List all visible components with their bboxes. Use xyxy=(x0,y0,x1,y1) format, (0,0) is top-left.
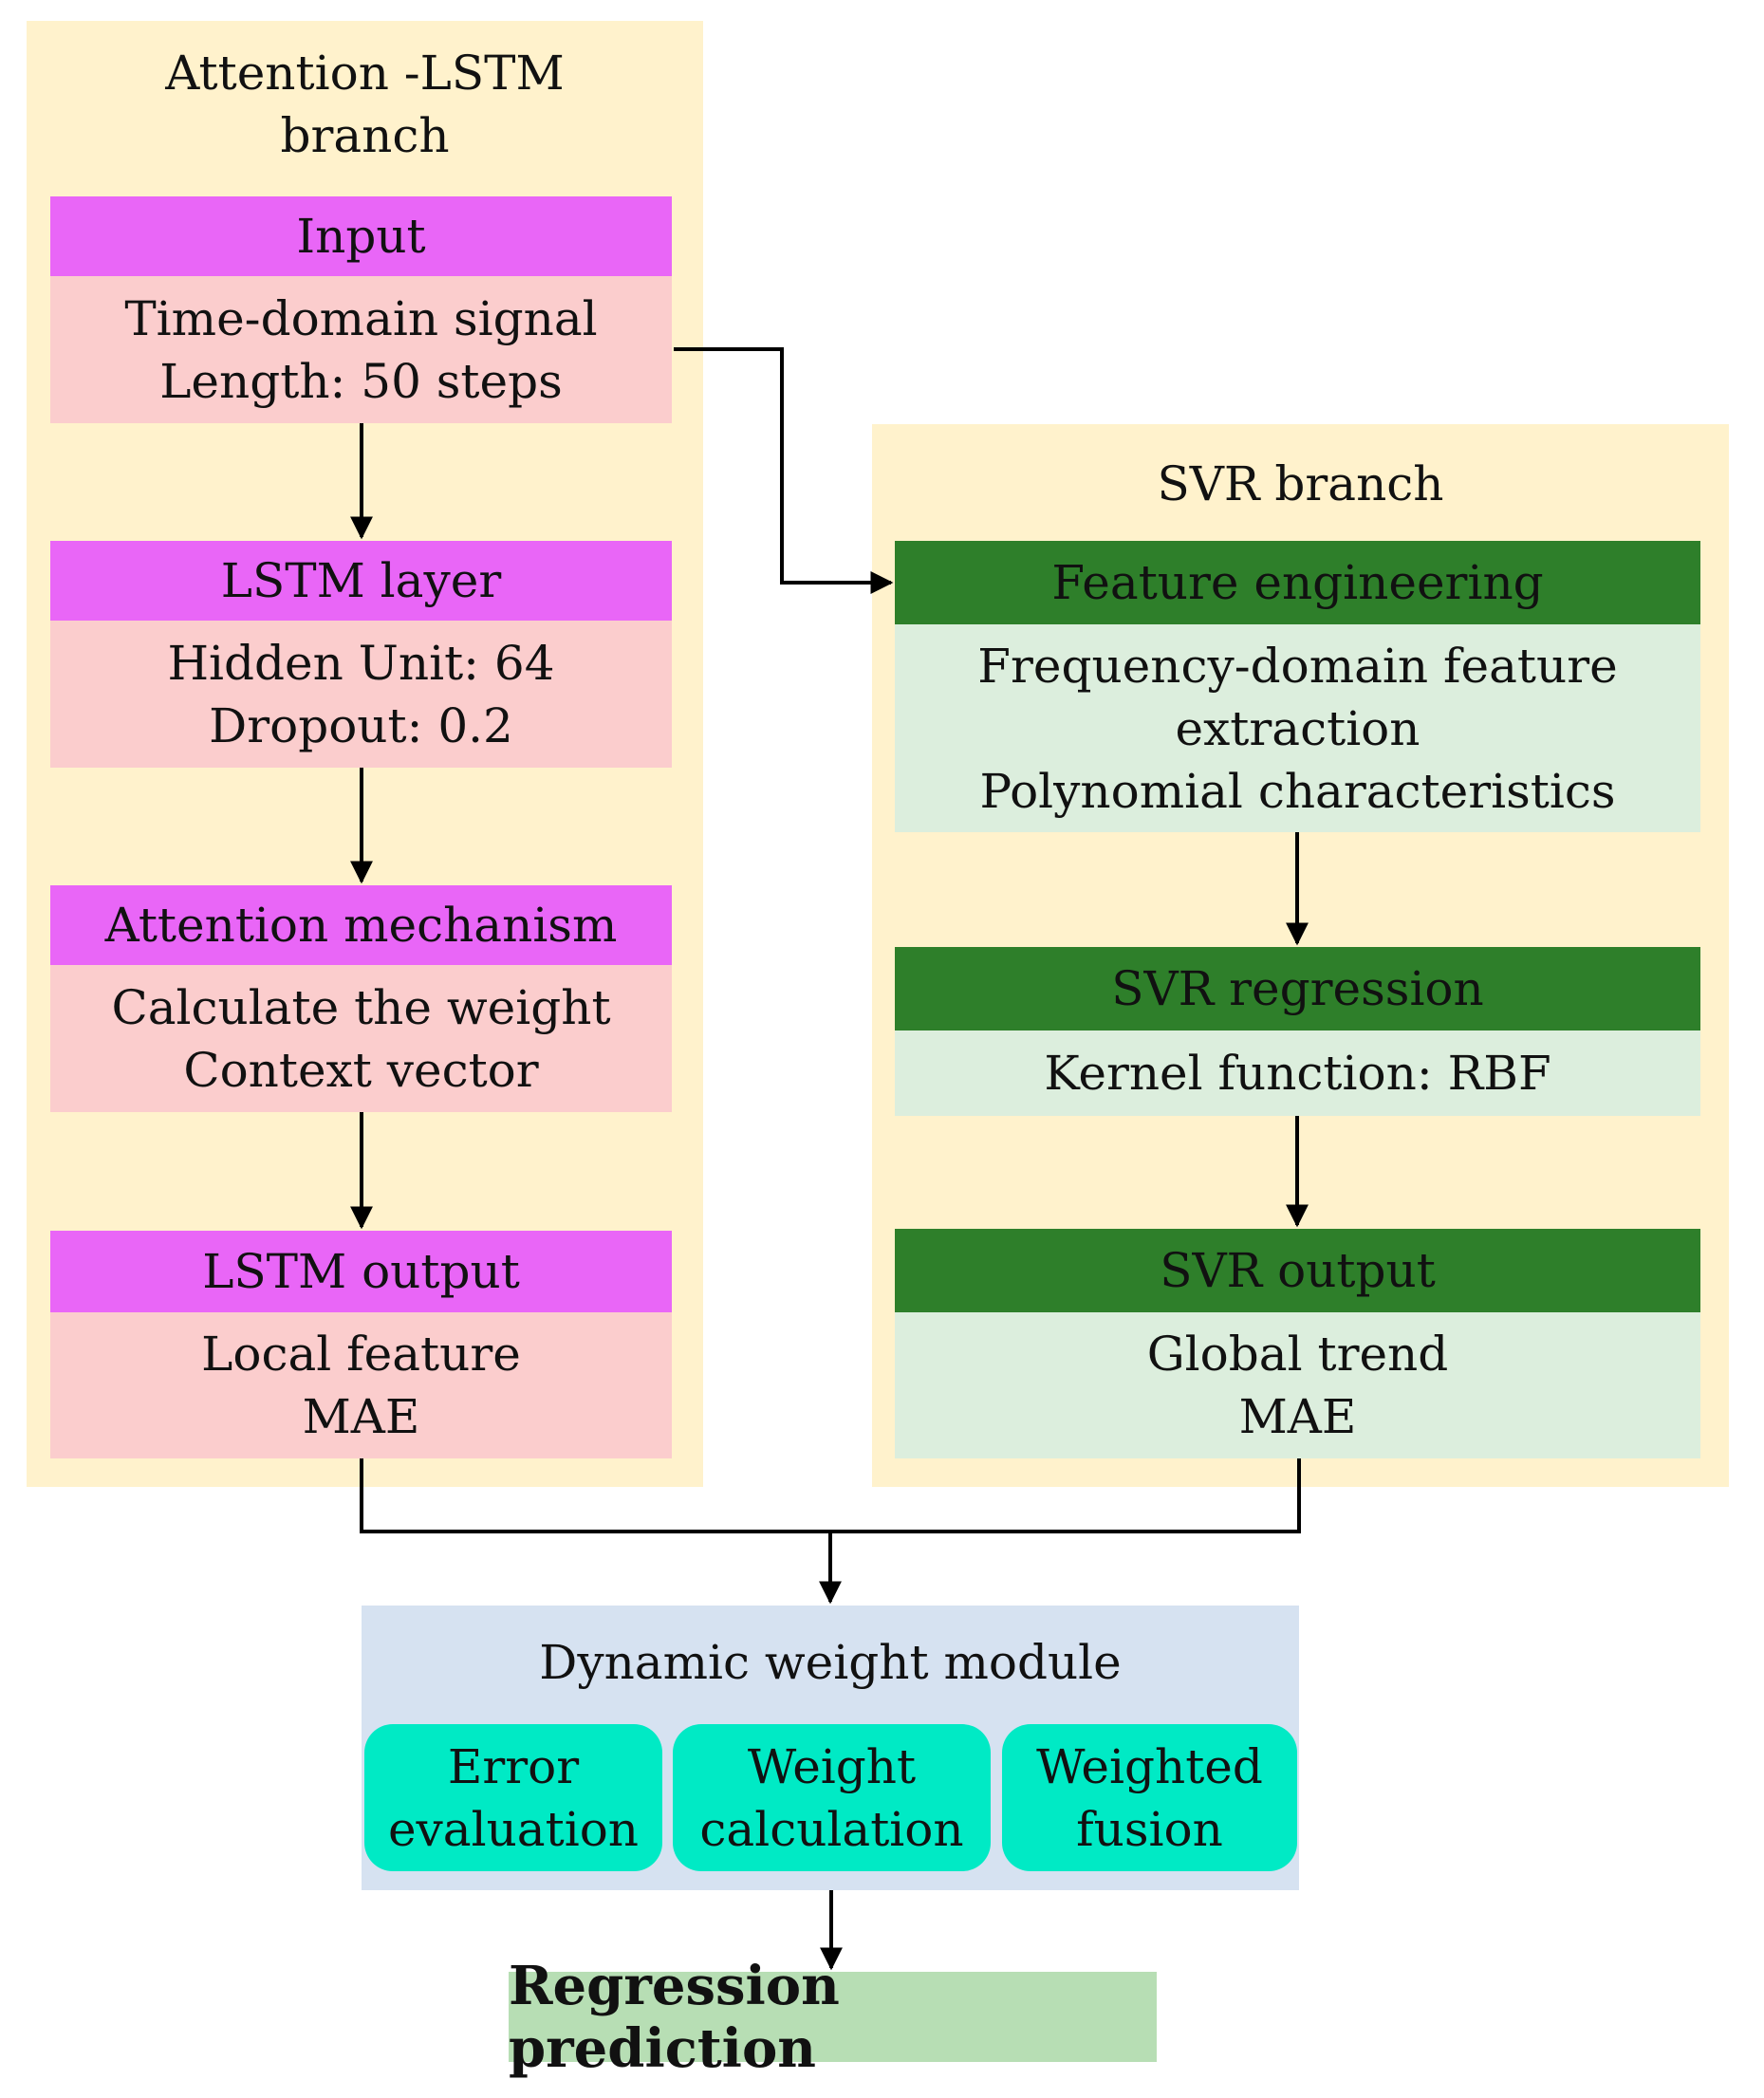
weight-calculation-line-2: calculation xyxy=(699,1801,964,1857)
svr-regression-header: SVR regression xyxy=(895,947,1700,1030)
weight-calculation-step: Weight calculation xyxy=(673,1724,991,1871)
lstm-layer-line-1: Hidden Unit: 64 xyxy=(167,635,555,691)
lstm-output-line-1: Local feature xyxy=(201,1327,521,1382)
lstm-layer-header: LSTM layer xyxy=(50,541,672,621)
feature-engineering-header: Feature engineering xyxy=(895,541,1700,624)
feature-engineering-line-2: extraction xyxy=(1175,700,1420,756)
svr-regression-body: Kernel function: RBF xyxy=(895,1030,1700,1116)
input-body: Time-domain signal Length: 50 steps xyxy=(50,276,672,423)
lstm-layer-body: Hidden Unit: 64 Dropout: 0.2 xyxy=(50,621,672,768)
input-line-1: Time-domain signal xyxy=(124,290,598,346)
dynamic-weight-module-title: Dynamic weight module xyxy=(539,1635,1122,1690)
lstm-output-line-2: MAE xyxy=(302,1389,420,1444)
arrow-input-to-feature-engineering xyxy=(674,347,894,594)
input-line-2: Length: 50 steps xyxy=(159,353,563,409)
feature-engineering-line-1: Frequency-domain feature xyxy=(977,638,1618,694)
svr-branch-title: SVR branch xyxy=(1157,456,1444,511)
error-evaluation-line-1: Error xyxy=(447,1738,580,1794)
svr-regression-line-1: Kernel function: RBF xyxy=(1044,1046,1551,1101)
merge-line xyxy=(360,1458,1301,1533)
attention-mechanism-header: Attention mechanism xyxy=(50,885,672,965)
error-evaluation-line-2: evaluation xyxy=(387,1801,640,1857)
weight-calculation-line-1: Weight xyxy=(747,1738,917,1794)
attention-mechanism-line-1: Calculate the weight xyxy=(111,979,611,1035)
svr-output-header: SVR output xyxy=(895,1229,1700,1312)
feature-engineering-body: Frequency-domain feature extraction Poly… xyxy=(895,624,1700,832)
lstm-layer-line-2: Dropout: 0.2 xyxy=(209,697,513,753)
weighted-fusion-line-2: fusion xyxy=(1076,1801,1223,1857)
attention-lstm-branch-title: Attention -LSTM branch xyxy=(27,38,703,171)
weighted-fusion-line-1: Weighted xyxy=(1036,1738,1263,1794)
attention-mechanism-line-2: Context vector xyxy=(183,1042,539,1098)
attention-lstm-title-line-2: branch xyxy=(280,108,450,163)
lstm-output-body: Local feature MAE xyxy=(50,1312,672,1458)
attention-mechanism-body: Calculate the weight Context vector xyxy=(50,965,672,1112)
svr-output-line-1: Global trend xyxy=(1146,1327,1449,1382)
lstm-output-header: LSTM output xyxy=(50,1231,672,1312)
attention-lstm-title-line-1: Attention -LSTM xyxy=(165,46,565,101)
feature-engineering-line-3: Polynomial characteristics xyxy=(979,763,1616,819)
error-evaluation-step: Error evaluation xyxy=(364,1724,662,1871)
svr-output-body: Global trend MAE xyxy=(895,1312,1700,1458)
svr-output-line-2: MAE xyxy=(1238,1389,1357,1444)
input-header: Input xyxy=(50,196,672,276)
weighted-fusion-step: Weighted fusion xyxy=(1002,1724,1297,1871)
